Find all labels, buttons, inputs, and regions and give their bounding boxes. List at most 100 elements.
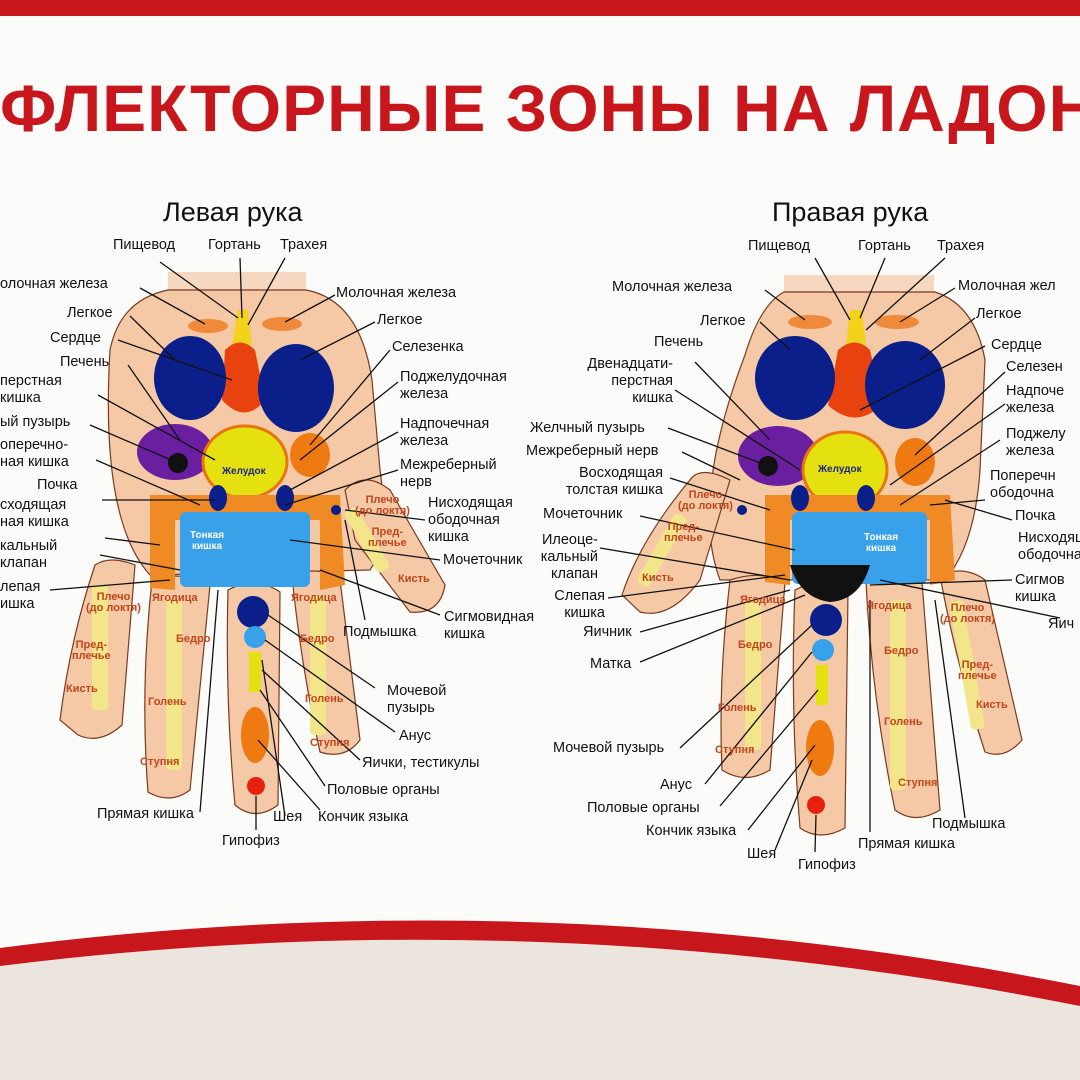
right-spleen-zone (895, 438, 935, 486)
right-lung-zone-r (865, 341, 945, 429)
right-label-adrenal: Надпоче железа (1006, 383, 1065, 416)
left-label-anus: Анус (399, 728, 432, 744)
right-anus-zone (812, 639, 834, 661)
right-label-uterus: Матка (590, 656, 632, 672)
right-label-genitals: Половые органы (587, 800, 700, 816)
right-breast-zone-r (875, 315, 919, 329)
right-label-armpit: Подмышка (932, 816, 1006, 832)
left-label-gallbladder: ый пузырь (0, 414, 71, 430)
left-larynx-zone (232, 310, 252, 345)
right-pituitary-zone (807, 796, 825, 814)
right-label-esophagus: Пищевод (748, 238, 811, 254)
right-zone-buttock-ring: Ягодица (866, 600, 912, 612)
right-zone-foot-ring: Ступня (898, 777, 938, 789)
left-label-adrenal: Надпочечная железа (400, 416, 490, 449)
left-thumb-stripe (344, 507, 390, 573)
left-spleen-zone (290, 433, 330, 477)
left-label-duodenum: перстная кишка (0, 373, 62, 406)
right-hand-drawing (599, 257, 1061, 853)
left-lung-zone-r (258, 344, 334, 432)
left-label-breast-l: олочная железа (0, 276, 108, 292)
right-kidney-l (791, 485, 809, 511)
left-zone-forearm-thumb: Пред- плечье (368, 526, 407, 549)
right-ring-stripe (890, 600, 906, 790)
left-label-intercostal-nerve: Межреберный нерв (400, 457, 497, 490)
right-label-pituitary: Гипофиз (798, 857, 856, 873)
right-label-ascending-colon: Восходящая толстая кишка (565, 465, 663, 498)
left-zone-foot-index: Ступня (310, 737, 350, 749)
left-zone-shin-index: Голень (305, 693, 344, 705)
right-label-heart: Сердце (991, 337, 1042, 353)
poster-title: ФЛЕКТОРНЫЕ ЗОНЫ НА ЛАДОН (0, 71, 1080, 145)
right-label-spleen: Селезен (1006, 359, 1063, 375)
left-organ-stomach: Желудок (222, 466, 266, 477)
right-label-cecum: Слепая кишка (554, 588, 605, 621)
right-label-liver: Печень (654, 334, 704, 350)
right-label-ureter: Мочеточник (543, 506, 623, 522)
right-zone-wrist-little: Кисть (976, 699, 1008, 711)
left-label-rectum: Прямая кишка (97, 806, 194, 822)
left-zone-thigh-ring: Бедро (176, 633, 211, 645)
right-zone-thigh-index: Бедро (738, 639, 773, 651)
right-label-anus: Анус (660, 777, 693, 793)
right-label-bladder: Мочевой пузырь (553, 740, 665, 756)
left-label-testicles: Яички, тестикулы (362, 755, 480, 771)
left-kidney-r (276, 485, 294, 511)
right-zone-forearm-little: Пред- плечье (958, 659, 997, 682)
left-breast-zone-l (188, 319, 228, 333)
right-zone-shin-ring: Голень (884, 716, 923, 728)
left-label-lung-r: Легкое (377, 312, 423, 328)
left-label-tongue-tip: Кончик языка (318, 809, 409, 825)
right-zone-shoulder-thumb: Плечо (до локтя) (678, 489, 733, 512)
right-label-breast-l: Молочная железа (612, 279, 733, 295)
right-label-intercostal-nerve: Межреберный нерв (526, 443, 659, 459)
left-label-sigmoid-colon: Сигмовидная кишка (444, 609, 535, 642)
left-label-ileocecal-valve: кальный клапан (0, 538, 58, 571)
left-zone-shoulder-little: Плечо (до локтя) (86, 591, 141, 614)
left-label-descending-colon: Нисходящая ободочная кишка (428, 495, 513, 545)
left-pointer-lines (49, 257, 441, 830)
right-label-pancreas: Поджелу железа (1006, 426, 1066, 459)
left-hand-drawing (49, 257, 446, 830)
right-label-ovary-right: Яич (1048, 616, 1075, 632)
right-label-rectum: Прямая кишка (858, 836, 955, 852)
right-zone-wrist-thumb: Кисть (642, 572, 674, 584)
right-zone-forearm-thumb: Пред- плечье (664, 521, 703, 544)
left-armpit-dot (331, 505, 341, 515)
right-label-breast-r: Молочная жел (958, 278, 1056, 294)
right-tongue-zone (806, 720, 834, 776)
left-label-transverse-colon: оперечно- ная кишка (0, 437, 69, 470)
left-kidney-l (209, 485, 227, 511)
poster-top-border (0, 0, 1080, 16)
right-label-neck: Шея (747, 846, 777, 862)
left-organ-small-intestine: Тонкая кишка (190, 530, 225, 552)
left-pituitary-zone (247, 777, 265, 795)
right-label-larynx: Гортань (858, 238, 911, 254)
left-hand-title: Левая рука (163, 197, 303, 227)
left-label-larynx: Гортань (208, 237, 261, 253)
left-zone-forearm-little: Пред- плечье (72, 639, 111, 662)
right-breast-zone-l (788, 315, 832, 329)
right-index-stripe (745, 600, 761, 750)
left-index-stripe (310, 595, 326, 735)
left-label-bladder: Мочевой пузырь (387, 683, 447, 716)
left-label-cecum: лепая ишка (0, 579, 41, 612)
left-zone-shin-ring: Голень (148, 696, 187, 708)
right-zone-buttock-index: Ягодица (740, 594, 786, 606)
right-label-descending-colon: Нисходящ ободочна (1018, 530, 1080, 563)
right-little-stripe (949, 600, 985, 730)
right-label-sigmoid-colon: Сигмов кишка (1015, 572, 1065, 605)
left-label-kidney: Почка (37, 477, 78, 493)
left-label-genitals: Половые органы (327, 782, 440, 798)
left-heart-zone (222, 342, 265, 413)
right-label-ileocecal-valve: Илеоце- кальный клапан (540, 532, 598, 582)
left-label-ureter: Мочеточник (443, 552, 523, 568)
left-zone-wrist-thumb: Кисть (398, 573, 430, 585)
right-lung-zone-l (755, 336, 835, 420)
left-genital-zone (249, 652, 261, 692)
left-label-pituitary: Гипофиз (222, 833, 280, 849)
left-zone-buttock-index: Ягодица (291, 592, 337, 604)
right-label-kidney: Почка (1015, 508, 1056, 524)
